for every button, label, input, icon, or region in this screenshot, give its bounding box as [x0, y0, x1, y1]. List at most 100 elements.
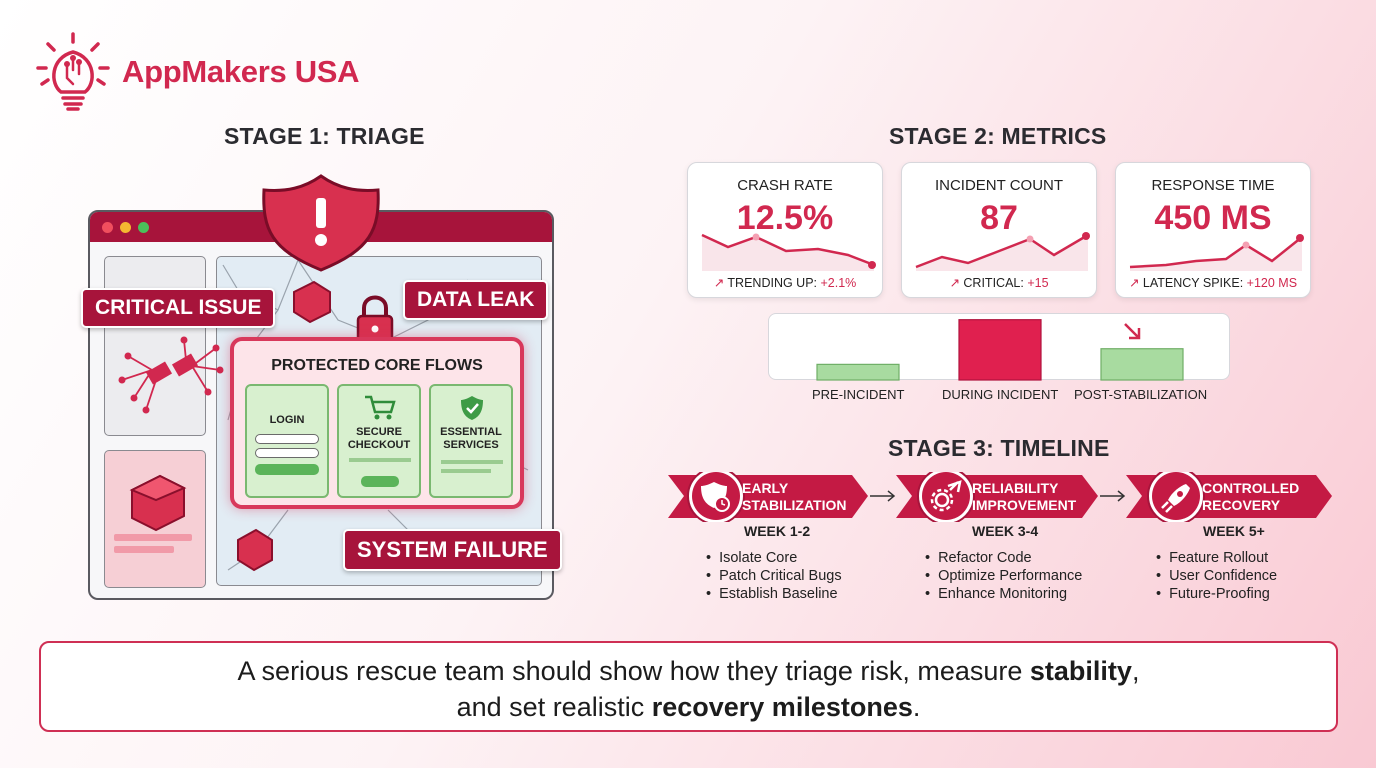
metric-value: 12.5%	[736, 199, 834, 237]
pay-button-illustration	[361, 476, 399, 487]
metric-foot-value: +15	[1027, 276, 1049, 290]
metric-foot-value: +2.1%	[820, 276, 857, 290]
data-leak-tag: DATA LEAK	[403, 280, 549, 320]
metric-foot-value: +120 MS	[1246, 276, 1298, 290]
trend-up-icon: ↗	[1128, 276, 1140, 290]
shopping-cart-icon	[365, 395, 396, 420]
login-label: LOGIN	[269, 414, 305, 426]
list-item: Feature Rollout	[1156, 549, 1277, 567]
phase-2-title: RELIABILITY IMPROVEMENT	[972, 480, 1076, 514]
phase-1-list: Isolate Core Patch Critical Bugs Establi…	[706, 549, 842, 603]
essential-label: ESSENTIAL	[440, 426, 502, 438]
bar-label: DURING INCIDENT	[942, 387, 1059, 402]
message-text: .	[912, 692, 921, 722]
list-item: Isolate Core	[706, 549, 842, 567]
bar-during-incident	[958, 319, 1042, 381]
list-item: Enhance Monitoring	[925, 585, 1082, 603]
phase-1-title-line1: EARLY	[742, 480, 789, 496]
phase-3-title-line1: CONTROLLED	[1202, 480, 1300, 496]
brand-header: AppMakers USA	[34, 30, 360, 114]
metric-foot-text: CRITICAL:	[963, 276, 1024, 290]
bar-post-stabilization	[1100, 348, 1184, 381]
trend-up-icon: ↗	[949, 276, 960, 290]
message-line-2: and set realistic recovery milestones.	[41, 689, 1336, 725]
services-label: SERVICES	[443, 439, 499, 451]
metric-footer: ↗ TRENDING UP: +2.1%	[688, 275, 882, 290]
stage2-title: STAGE 2: METRICS	[889, 123, 1107, 149]
secure-label: SECURE	[356, 426, 402, 438]
message-text: ,	[1131, 656, 1140, 686]
gear-arrows-icon	[930, 480, 962, 512]
bar-pre-incident	[816, 363, 900, 381]
phase-2-title-line2: IMPROVEMENT	[972, 497, 1077, 513]
list-item: User Confidence	[1156, 567, 1277, 585]
lightbulb-logo-icon	[36, 32, 110, 111]
critical-issue-tag: CRITICAL ISSUE	[81, 288, 276, 328]
check-shield-icon	[461, 396, 483, 420]
broken-network-panel	[104, 256, 206, 436]
bar-chart-svg	[816, 319, 1184, 381]
stage3-title: STAGE 3: TIMELINE	[888, 435, 1110, 461]
bar-label: PRE-INCIDENT	[812, 387, 905, 402]
protected-core-flows-panel: PROTECTED CORE FLOWS LOGIN SECURE CHECKO…	[230, 337, 524, 509]
essential-services-card: ESSENTIAL SERVICES	[429, 384, 513, 498]
message-text: A serious rescue team should show how th…	[237, 656, 1030, 686]
metric-value: 87	[980, 199, 1018, 237]
phase-3-week: WEEK 5+	[1203, 523, 1265, 539]
password-field-illustration	[255, 448, 319, 458]
brand-name: AppMakers USA	[122, 54, 360, 89]
metric-footer: ↗ CRITICAL: +15	[902, 275, 1096, 290]
metric-value: 450 MS	[1154, 199, 1272, 237]
summary-message: A serious rescue team should show how th…	[39, 641, 1338, 732]
stage1-title: STAGE 1: TRIAGE	[224, 123, 425, 149]
list-item: Refactor Code	[925, 549, 1082, 567]
system-failure-tag: SYSTEM FAILURE	[343, 529, 562, 571]
timeline-arrows	[668, 472, 1332, 522]
metric-footer: ↗ LATENCY SPIKE: +120 MS	[1116, 275, 1310, 290]
phase-2-title-line1: RELIABILITY	[972, 480, 1059, 496]
bar-label: POST-STABILIZATION	[1074, 387, 1208, 402]
message-bold: recovery milestones	[651, 692, 913, 722]
message-line-1: A serious rescue team should show how th…	[41, 653, 1336, 689]
lock-icon	[356, 295, 394, 344]
shield-clock-icon	[701, 482, 730, 512]
phase-1-week: WEEK 1-2	[744, 523, 811, 539]
list-item: Establish Baseline	[706, 585, 842, 603]
trend-up-icon: ↗	[713, 276, 725, 290]
username-field-illustration	[255, 434, 319, 444]
checkout-line	[349, 458, 411, 462]
checkout-label: CHECKOUT	[347, 439, 411, 451]
response-time-card: RESPONSE TIME 450 MS ↗ LATENCY SPIKE: +1…	[1115, 162, 1311, 298]
phase-1-title: EARLY STABILIZATION	[742, 480, 846, 514]
phase-1-title-line2: STABILIZATION	[742, 497, 847, 513]
phase-3-title-line2: RECOVERY	[1202, 497, 1281, 513]
maximize-dot-icon	[138, 221, 149, 233]
login-button-illustration	[255, 464, 319, 475]
services-line-2	[441, 469, 491, 473]
metric-label: RESPONSE TIME	[1151, 177, 1275, 194]
services-line-1	[441, 460, 503, 464]
crash-rate-sparkline	[701, 233, 876, 271]
trend-down-icon	[1124, 323, 1141, 340]
list-item: Patch Critical Bugs	[706, 567, 842, 585]
checkout-card: SECURE CHECKOUT	[337, 384, 421, 498]
phase-3-title: CONTROLLED RECOVERY	[1202, 480, 1299, 514]
incident-bar-chart	[768, 313, 1230, 381]
phase-3-list: Feature Rollout User Confidence Future-P…	[1156, 549, 1277, 603]
login-card: LOGIN	[245, 384, 329, 498]
phase-2-list: Refactor Code Optimize Performance Enhan…	[925, 549, 1082, 603]
message-bold: stability	[1029, 656, 1132, 686]
incident-count-card: INCIDENT COUNT 87 ↗ CRITICAL: +15	[901, 162, 1097, 298]
core-title: PROTECTED CORE FLOWS	[271, 357, 483, 374]
phase-2-week: WEEK 3-4	[972, 523, 1039, 539]
message-text: and set realistic	[456, 692, 652, 722]
list-item: Future-Proofing	[1156, 585, 1277, 603]
crash-rate-card: CRASH RATE 12.5% ↗ TRENDING UP: +2.1%	[687, 162, 883, 298]
triage-illustration	[114, 174, 529, 572]
metric-foot-text: TRENDING UP:	[727, 276, 818, 290]
metric-foot-text: LATENCY SPIKE:	[1142, 276, 1244, 290]
metric-label: CRASH RATE	[737, 177, 833, 194]
minimize-dot-icon	[120, 221, 131, 233]
metric-label: INCIDENT COUNT	[934, 177, 1064, 194]
incident-count-sparkline	[915, 232, 1090, 271]
